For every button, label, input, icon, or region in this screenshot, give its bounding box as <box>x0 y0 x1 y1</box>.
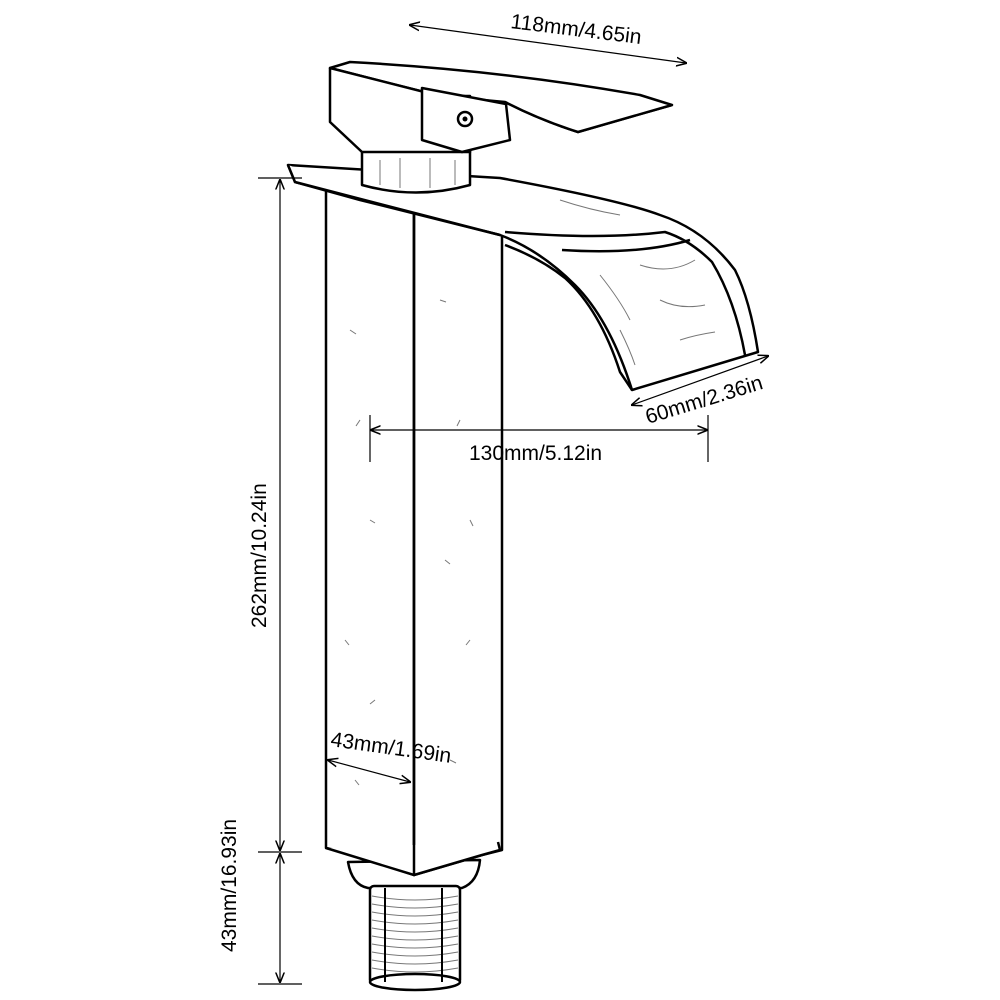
thread-connector <box>346 858 482 992</box>
thread-length-label: 43mm/16.93in <box>218 819 241 952</box>
faucet-body <box>324 188 504 877</box>
handle-width-dimension-line <box>410 25 686 63</box>
cartridge-nut <box>360 148 472 194</box>
body-height-label: 262mm/10.24in <box>248 483 271 628</box>
spout-reach-label: 130mm/5.12in <box>469 442 602 465</box>
faucet-illustration <box>286 60 760 992</box>
body-width-dimension-line <box>328 760 410 782</box>
spout-width-dimension-line <box>632 356 768 405</box>
handle-width-label: 118mm/4.65in <box>509 10 642 49</box>
waterfall-spout <box>286 163 760 392</box>
handle-lever <box>328 60 674 154</box>
